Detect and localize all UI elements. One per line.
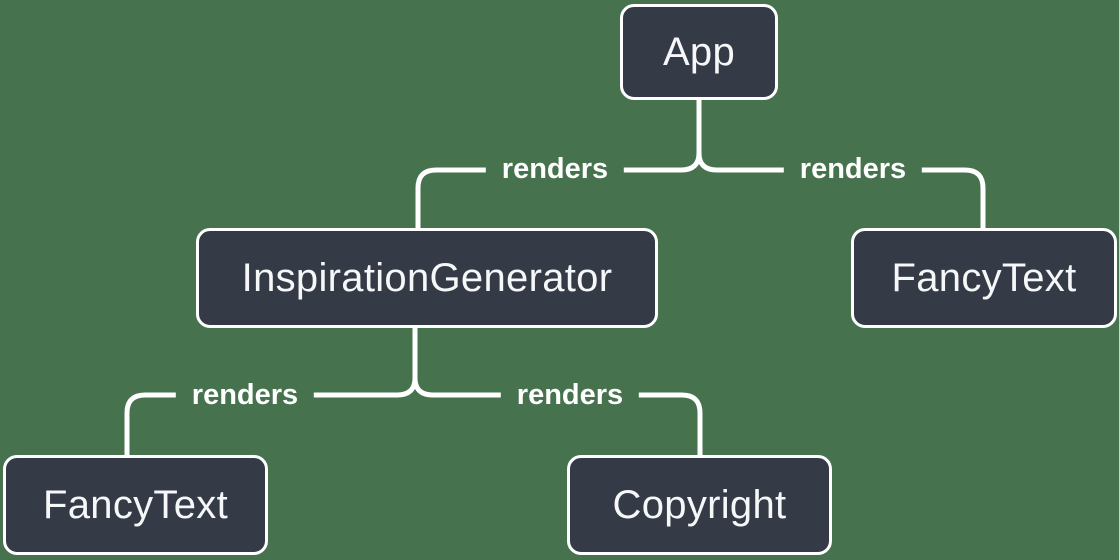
edge-label-renders-app-fancytext: renders bbox=[783, 153, 923, 186]
node-inspiration-generator: InspirationGenerator bbox=[196, 228, 658, 328]
edge-label-renders-inspirationgenerator-copyright: renders bbox=[500, 379, 640, 412]
edge-label-renders-inspirationgenerator-fancytext: renders bbox=[175, 379, 315, 412]
node-fancy-text-top: FancyText bbox=[851, 228, 1117, 328]
edge-label-renders-app-inspirationgenerator: renders bbox=[485, 153, 625, 186]
node-app: App bbox=[620, 4, 778, 100]
node-fancy-text-bottom: FancyText bbox=[3, 455, 268, 555]
node-copyright: Copyright bbox=[567, 455, 832, 555]
